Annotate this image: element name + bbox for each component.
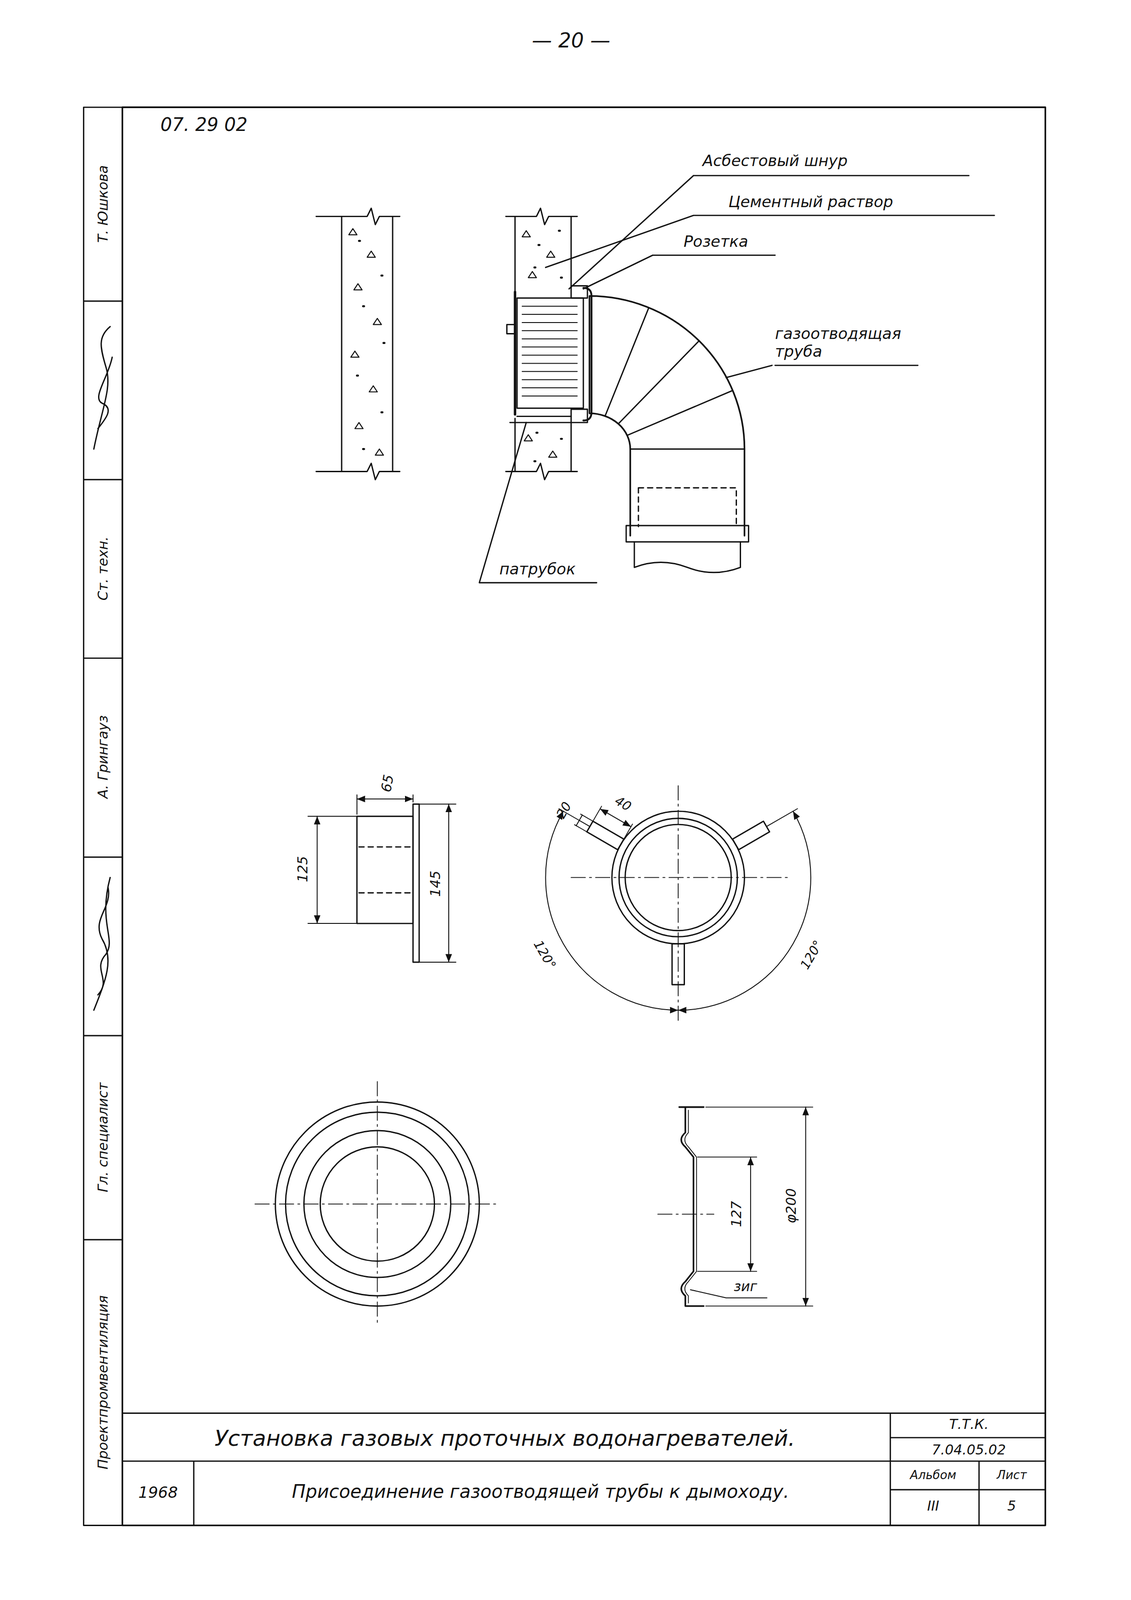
title-block-cell: Т.Т.К.	[949, 1416, 989, 1432]
page-number: — 20 —	[531, 29, 611, 53]
title-block-cell: Альбом	[910, 1468, 957, 1482]
extension-lines	[307, 794, 456, 962]
nozzle-tab	[506, 324, 515, 334]
dimension-value: 65	[378, 773, 397, 794]
center-line	[657, 1213, 714, 1215]
rosette	[570, 285, 592, 423]
rosette-profile	[570, 285, 588, 423]
part-callout: Розетка	[683, 232, 748, 251]
margin-strip	[83, 107, 123, 1525]
leader-line	[545, 215, 995, 268]
nozzle-body	[517, 297, 584, 409]
angle-value: 120°	[530, 937, 559, 972]
dimension-value: φ200	[783, 1188, 800, 1224]
stamp-name: Т. Юшкова	[95, 165, 112, 243]
concrete-dots	[357, 230, 562, 462]
leader-line	[569, 175, 970, 289]
rosette-front-detail	[254, 1081, 500, 1327]
title-block-cell: 7.04.05.02	[931, 1441, 1006, 1458]
dimension-value: 20	[553, 798, 575, 821]
elbow-gore-seams	[605, 307, 745, 449]
title-block-cell: Лист	[996, 1468, 1027, 1482]
rosette-profile	[679, 1106, 704, 1306]
stamp-role: Гл. специалист	[95, 1082, 112, 1192]
part-callout: Асбестовый шнур	[702, 152, 848, 171]
rosette-sheet	[684, 1109, 697, 1303]
nozzle	[506, 291, 584, 423]
sheet-title: Установка газовых проточных водонагреват…	[214, 1425, 795, 1451]
dimension-value: 125	[295, 856, 312, 882]
pipe-hidden-edge	[638, 487, 737, 527]
dimension-line	[316, 815, 318, 924]
sheet-subtitle: Присоединение газоотводящей трубы к дымо…	[291, 1480, 790, 1502]
hidden-line	[358, 846, 411, 893]
stamp-name: А. Грингауз	[95, 715, 112, 799]
dimension-line	[357, 798, 414, 799]
stamp-role: Ст. техн.	[95, 535, 112, 600]
part-callout: зиг	[733, 1278, 758, 1295]
wall-lines	[341, 216, 571, 472]
title-block	[122, 1412, 1046, 1525]
stamp-organization: Проектпромвентиляция	[95, 1294, 112, 1469]
dimension-value: 40	[612, 793, 634, 815]
part-callout: Цементный раствор	[728, 192, 893, 211]
dimension-line	[575, 814, 582, 826]
part-callout: патрубок	[499, 560, 576, 578]
drawing-code: 07. 29 02	[160, 114, 248, 135]
nozzle-flange	[513, 291, 517, 415]
elbow-outline	[589, 295, 745, 536]
center-lines	[254, 1081, 500, 1327]
title-block-cell: III	[927, 1497, 940, 1514]
center-lines	[570, 785, 791, 1023]
dimension-line	[448, 803, 450, 962]
leader-line	[583, 254, 775, 289]
nozzle-lower-edge	[509, 416, 571, 423]
frame-border	[122, 107, 1046, 1525]
break-lines	[316, 207, 577, 480]
pipe-break	[634, 541, 741, 573]
leader-line	[479, 422, 597, 583]
extension-lines	[697, 1106, 814, 1306]
nozzle-ribs	[522, 306, 578, 396]
signature	[93, 876, 111, 1010]
dimension-line	[750, 1156, 752, 1271]
nozzle-side-flange	[413, 803, 420, 962]
angle-dimension-arc	[545, 810, 679, 1010]
dimension-value: 145	[427, 870, 444, 897]
chimney-wall	[316, 207, 577, 480]
nozzle-side-body	[357, 815, 414, 924]
extension-lines	[558, 805, 798, 839]
signature	[93, 326, 113, 449]
title-block-cell: 5	[1007, 1497, 1017, 1514]
pipe-coupling	[626, 525, 749, 542]
angle-value: 120°	[797, 937, 826, 972]
dimension-line	[805, 1106, 807, 1306]
rosette-section-detail	[657, 1106, 813, 1306]
nozzle-detail	[307, 794, 456, 962]
dimension-value: 127	[728, 1200, 745, 1227]
sheet-frame	[83, 107, 1046, 1525]
angle-dimension-arc	[678, 810, 811, 1010]
leader-line	[726, 365, 918, 378]
title-block-lines	[122, 1412, 1046, 1525]
nozzle-front-detail	[545, 785, 811, 1023]
title-block-cell: 1968	[138, 1483, 178, 1501]
leader-lines	[479, 175, 995, 583]
part-callout: газоотводящая труба	[775, 324, 919, 361]
flue-pipe	[589, 295, 749, 573]
